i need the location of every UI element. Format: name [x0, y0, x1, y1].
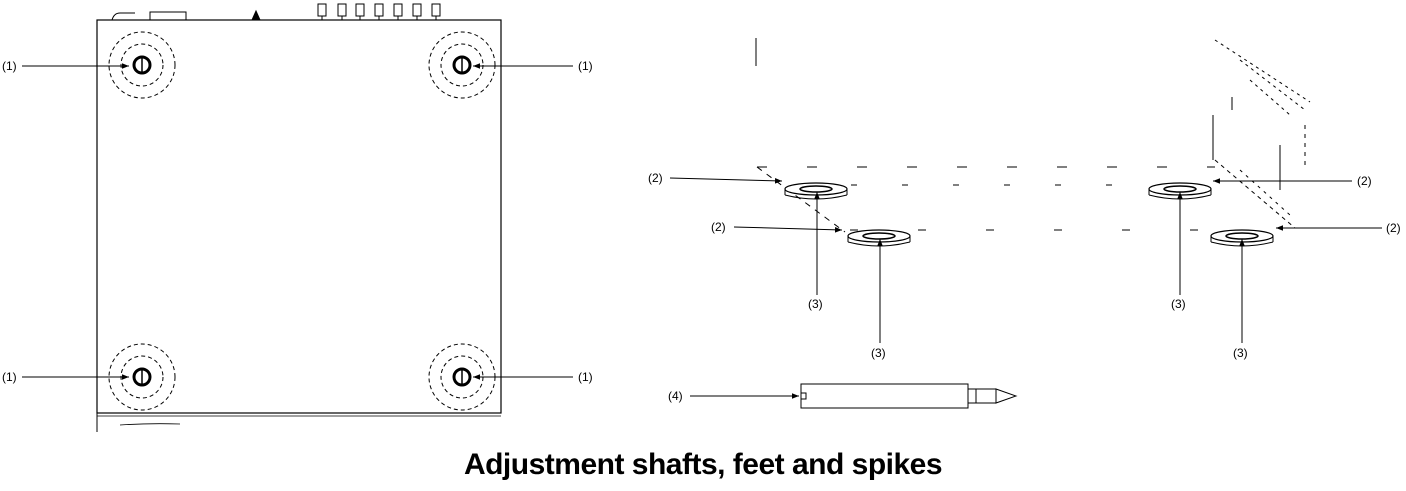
- adjustment-shaft-bottom-left: [108, 343, 176, 411]
- rear-connectors: [251, 3, 441, 21]
- callout-spike-hole-rear-left: (3): [808, 297, 823, 311]
- adjustment-shaft-top-left: [108, 31, 176, 99]
- callout-shaft-bottom-right: (1): [578, 370, 593, 384]
- callout-spike-hole-rear-right: (3): [1171, 297, 1186, 311]
- shaft-leader-lines: [22, 63, 573, 380]
- figure-caption: Adjustment shafts, feet and spikes: [463, 448, 943, 481]
- callout-foot-rear-right: (2): [1357, 174, 1372, 188]
- callout-spike-hole-front-left: (3): [871, 346, 886, 360]
- callout-shaft-bottom-left: (1): [2, 370, 17, 384]
- foot-leader-lines: [669, 177, 1382, 233]
- spike-hole-leader-lines: [814, 192, 1245, 343]
- device-perspective-view: [755, 38, 1311, 233]
- callout-foot-rear-left: (2): [648, 171, 663, 185]
- callout-foot-front-right: (2): [1386, 221, 1401, 235]
- foot-rear-left: [784, 182, 848, 200]
- device-bottom-view: [96, 3, 502, 432]
- callout-foot-front-left: (2): [711, 220, 726, 234]
- callout-shaft-top-left: (1): [2, 59, 17, 73]
- callout-shaft-top-right: (1): [578, 59, 593, 73]
- foot-front-left: [847, 229, 911, 247]
- spike: [800, 383, 1018, 409]
- callout-spike-hole-front-right: (3): [1233, 346, 1248, 360]
- adjustment-shaft-top-right: [428, 31, 496, 99]
- callout-spike: (4): [668, 389, 683, 403]
